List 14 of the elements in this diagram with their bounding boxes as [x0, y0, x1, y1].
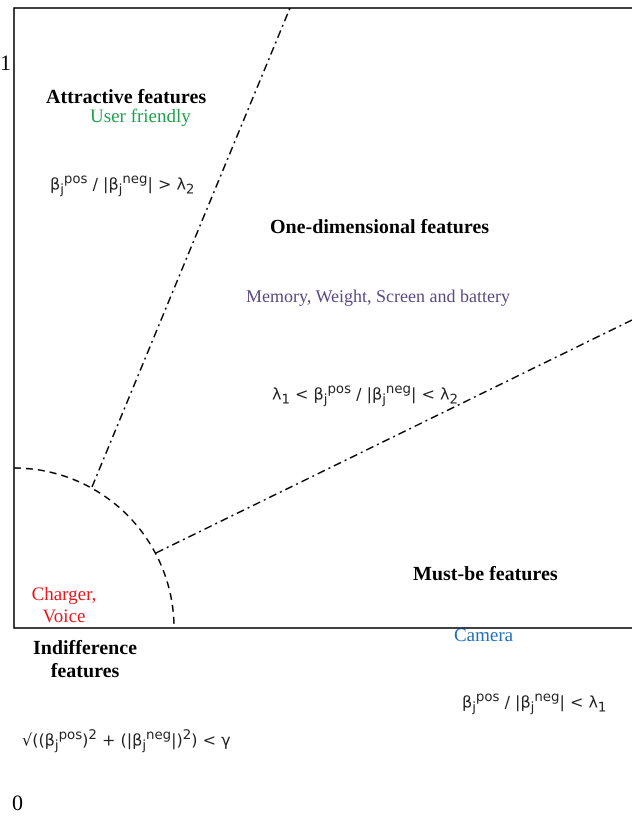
axis-tick-label: 1	[0, 50, 11, 76]
region-title: One-dimensional features	[270, 216, 490, 239]
feature-list: User friendly	[90, 106, 191, 128]
feature-list: Camera	[454, 625, 514, 647]
formula: √((β$_{j}$$^{pos}$)$^{2}$ + (|β$_{j}$$^{neg}$|)$^{2}$) < γ	[22, 728, 231, 754]
region-title: Indifference features	[32, 637, 138, 683]
feature-list: Memory, Weight, Screen and battery	[246, 286, 510, 307]
feature-list: Charger, Voice	[14, 584, 114, 628]
formula: β$_{j}$$^{pos}$ / |β$_{j}$$^{neg}$| > λ$_{2}$	[50, 172, 194, 198]
formula: λ$_{1}$ < β$_{j}$$^{pos}$ / |β$_{j}$$^{neg}$| < λ$_{2}$	[272, 382, 458, 408]
region-title: Attractive features	[46, 86, 206, 108]
region-title: Must-be features	[413, 563, 558, 586]
axis-tick-label: 0	[12, 790, 23, 816]
formula: β$_{j}$$^{pos}$ / |β$_{j}$$^{neg}$| < λ$_{1}$	[462, 690, 606, 716]
